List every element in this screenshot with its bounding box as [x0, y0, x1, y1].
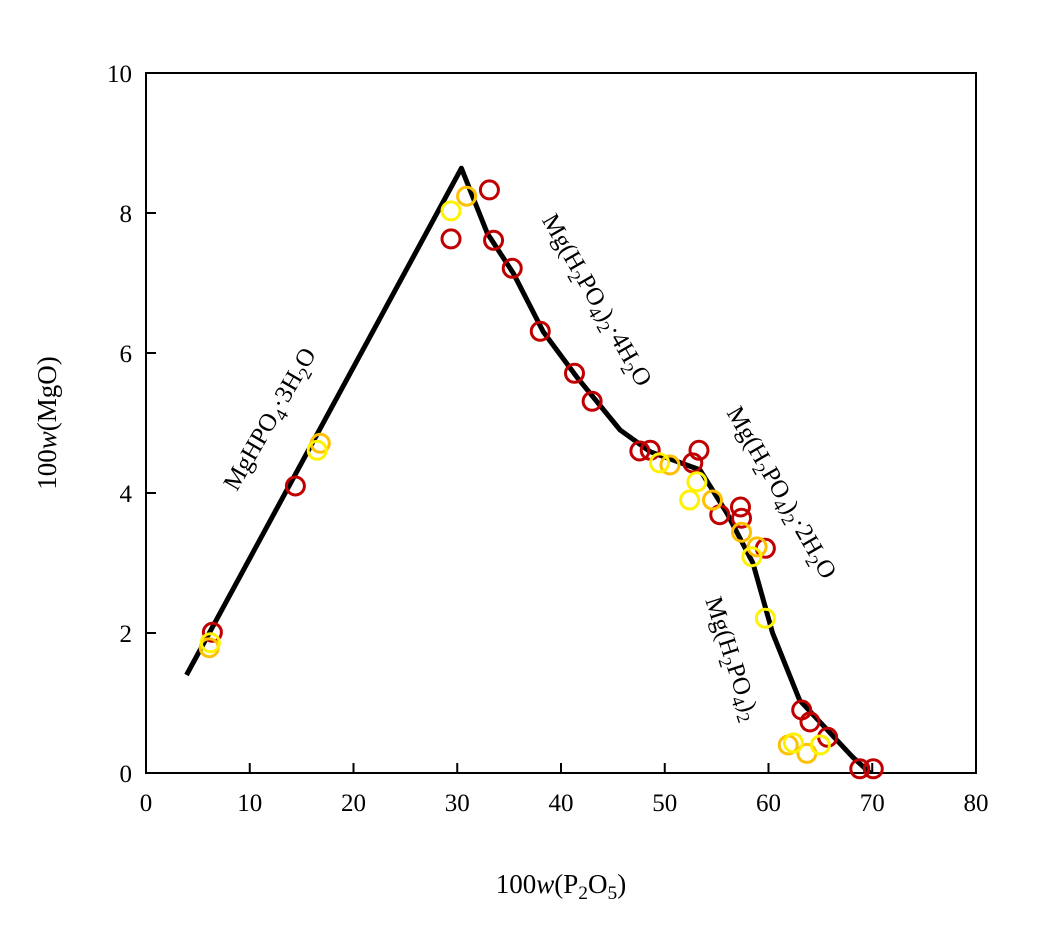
data-point-orange — [659, 454, 681, 476]
y-tick-label: 0 — [120, 761, 133, 788]
data-point-orange — [731, 521, 753, 543]
plot-frame — [145, 72, 977, 774]
data-point-red — [682, 452, 704, 474]
data-point-red — [581, 390, 603, 412]
data-point-yellow — [809, 734, 831, 756]
data-point-red — [849, 758, 871, 780]
data-point-red — [731, 507, 753, 529]
data-point-yellow — [649, 452, 671, 474]
data-point-yellow — [741, 546, 763, 568]
data-point-red — [688, 439, 710, 461]
x-tick-label: 30 — [445, 790, 470, 817]
x-axis-label: 100w(P2​O5​) — [496, 869, 626, 904]
x-tick-label: 70 — [860, 790, 885, 817]
x-tick-label: 50 — [652, 790, 677, 817]
data-point-yellow — [754, 607, 776, 629]
x-tick-label: 40 — [549, 790, 574, 817]
data-point-orange — [746, 536, 768, 558]
data-point-red — [629, 440, 651, 462]
data-point-yellow — [199, 632, 221, 654]
data-point-orange — [701, 489, 723, 511]
data-point-red — [284, 475, 306, 497]
y-tick-label: 10 — [107, 61, 132, 88]
y-axis-label: 100w(MgO) — [32, 356, 62, 490]
data-point-red — [501, 257, 523, 279]
data-point-orange — [456, 185, 478, 207]
y-tick-label: 6 — [120, 341, 133, 368]
phase-label: Mg(H2​PO4​)2​·4H2​O — [533, 209, 657, 393]
phase-label: Mg(H2​PO4​)2​·2H2​O — [717, 402, 841, 586]
data-point-red — [478, 179, 500, 201]
x-tick-label: 60 — [756, 790, 781, 817]
data-point-red — [483, 229, 505, 251]
data-point-yellow — [679, 489, 701, 511]
x-tick-label: 10 — [237, 790, 262, 817]
data-point-yellow — [440, 200, 462, 222]
x-tick-label: 80 — [964, 790, 989, 817]
data-point-red — [729, 496, 751, 518]
data-point-red — [529, 320, 551, 342]
y-tick-label: 4 — [120, 481, 133, 508]
x-tick-label: 0 — [140, 790, 153, 817]
y-tick-label: 8 — [120, 201, 133, 228]
data-point-red — [563, 362, 585, 384]
x-tick-label: 20 — [341, 790, 366, 817]
data-point-red — [862, 758, 884, 780]
data-point-red — [201, 621, 223, 643]
data-point-red — [440, 228, 462, 250]
data-point-red — [799, 711, 821, 733]
y-tick-label: 2 — [120, 621, 133, 648]
data-point-yellow — [782, 732, 804, 754]
data-point-yellow — [306, 439, 328, 461]
data-point-yellow — [686, 471, 708, 493]
